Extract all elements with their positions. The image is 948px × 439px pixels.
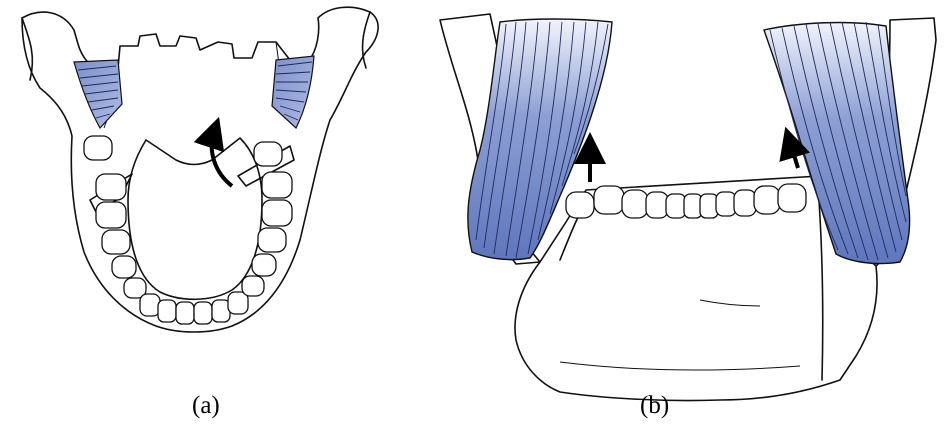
arrow-up-icon-right [790,142,798,168]
panel-b [440,14,936,401]
panel-a-label: (a) [192,392,220,420]
panel-b-label: (b) [640,392,669,420]
panel-a [22,7,378,332]
mandible-a [22,7,378,332]
